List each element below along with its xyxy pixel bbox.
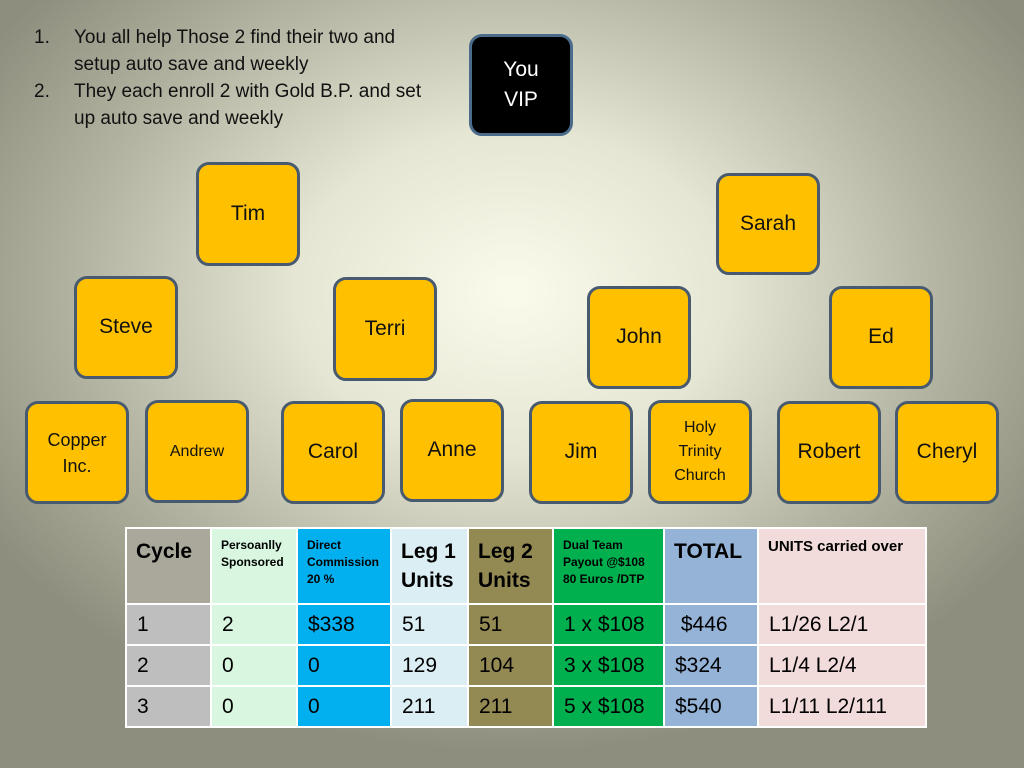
node-steve: Steve xyxy=(74,276,178,379)
cell-leg2-units: 51 xyxy=(467,603,554,646)
node-holy-trinity-church: Holy Trinity Church xyxy=(648,400,752,504)
instruction-item: 1. You all help Those 2 find their two a… xyxy=(34,24,434,78)
header-direct-commission: Direct Commission 20 % xyxy=(296,527,392,605)
node-label: Holy Trinity Church xyxy=(674,419,726,484)
node-label: You VIP xyxy=(503,58,539,111)
header-leg2-units: Leg 2 Units xyxy=(467,527,554,605)
node-carol: Carol xyxy=(281,401,385,504)
header-dual-team-payout: Dual Team Payout @$108 80 Euros /DTP xyxy=(552,527,665,605)
node-you-vip: You VIP xyxy=(469,34,573,136)
node-label: Steve xyxy=(99,315,153,339)
cell-leg1-units: 51 xyxy=(390,603,469,646)
cell-direct-commission: $338 xyxy=(296,603,392,646)
instruction-number: 1. xyxy=(34,27,50,48)
node-label: Carol xyxy=(307,440,359,464)
cell-leg1-units: 211 xyxy=(390,685,469,728)
cell-dual-team-payout: 1 x $108 xyxy=(552,603,665,646)
node-label: Tim xyxy=(230,201,266,225)
node-robert: Robert xyxy=(777,401,881,504)
table-row: 2 0 0 129 104 3 x $108 $324 L1/4 L2/4 xyxy=(125,644,927,687)
header-leg1-units: Leg 1 Units xyxy=(390,527,469,605)
node-label: Anne xyxy=(427,438,477,462)
node-label: John xyxy=(616,325,662,349)
instruction-text: They each enroll 2 with Gold B.P. and se… xyxy=(74,81,422,129)
cell-total: $446 xyxy=(663,603,759,646)
instruction-number: 2. xyxy=(34,81,50,102)
cell-dual-team-payout: 3 x $108 xyxy=(552,644,665,687)
table-header-row: Cycle Persoanlly Sponsored Direct Commis… xyxy=(125,527,927,605)
table-row: 3 0 0 211 211 5 x $108 $540 L1/11 L2/111 xyxy=(125,685,927,728)
cell-cycle: 2 xyxy=(125,644,212,687)
cell-cycle: 3 xyxy=(125,685,212,728)
cell-personally-sponsored: 2 xyxy=(210,603,298,646)
cell-leg2-units: 211 xyxy=(467,685,554,728)
cell-dual-team-payout: 5 x $108 xyxy=(552,685,665,728)
instruction-text: You all help Those 2 find their two and … xyxy=(74,27,396,75)
node-label: Robert xyxy=(797,440,861,464)
cell-direct-commission: 0 xyxy=(296,644,392,687)
header-personally-sponsored: Persoanlly Sponsored xyxy=(210,527,298,605)
node-label: Copper Inc. xyxy=(47,429,107,476)
header-cycle: Cycle xyxy=(125,527,212,605)
cell-units-carried-over: L1/11 L2/111 xyxy=(757,685,927,728)
node-andrew: Andrew xyxy=(145,400,249,503)
node-label: Cheryl xyxy=(916,440,978,464)
node-john: John xyxy=(587,286,691,389)
header-total: TOTAL xyxy=(663,527,759,605)
instruction-item: 2. They each enroll 2 with Gold B.P. and… xyxy=(34,78,434,132)
units-table: Cycle Persoanlly Sponsored Direct Commis… xyxy=(125,527,927,728)
cell-total: $324 xyxy=(663,644,759,687)
header-units-carried-over: UNITS carried over xyxy=(757,527,927,605)
node-label: Ed xyxy=(868,325,894,349)
node-jim: Jim xyxy=(529,401,633,504)
cell-personally-sponsored: 0 xyxy=(210,644,298,687)
cell-leg1-units: 129 xyxy=(390,644,469,687)
node-label: Andrew xyxy=(169,442,225,460)
node-label: Sarah xyxy=(739,211,797,235)
node-terri: Terri xyxy=(333,277,437,381)
cell-direct-commission: 0 xyxy=(296,685,392,728)
node-label: Jim xyxy=(564,440,598,464)
cell-units-carried-over: L1/4 L2/4 xyxy=(757,644,927,687)
node-cheryl: Cheryl xyxy=(895,401,999,504)
cell-personally-sponsored: 0 xyxy=(210,685,298,728)
cell-total: $540 xyxy=(663,685,759,728)
instructions-list: 1. You all help Those 2 find their two a… xyxy=(34,24,434,132)
node-label: Terri xyxy=(364,316,406,340)
table-row: 1 2 $338 51 51 1 x $108 $446 L1/26 L2/1 xyxy=(125,603,927,646)
node-anne: Anne xyxy=(400,399,504,502)
cell-leg2-units: 104 xyxy=(467,644,554,687)
cell-cycle: 1 xyxy=(125,603,212,646)
node-tim: Tim xyxy=(196,162,300,266)
node-copper-inc: Copper Inc. xyxy=(25,401,129,504)
node-sarah: Sarah xyxy=(716,173,820,275)
node-ed: Ed xyxy=(829,286,933,389)
cell-units-carried-over: L1/26 L2/1 xyxy=(757,603,927,646)
